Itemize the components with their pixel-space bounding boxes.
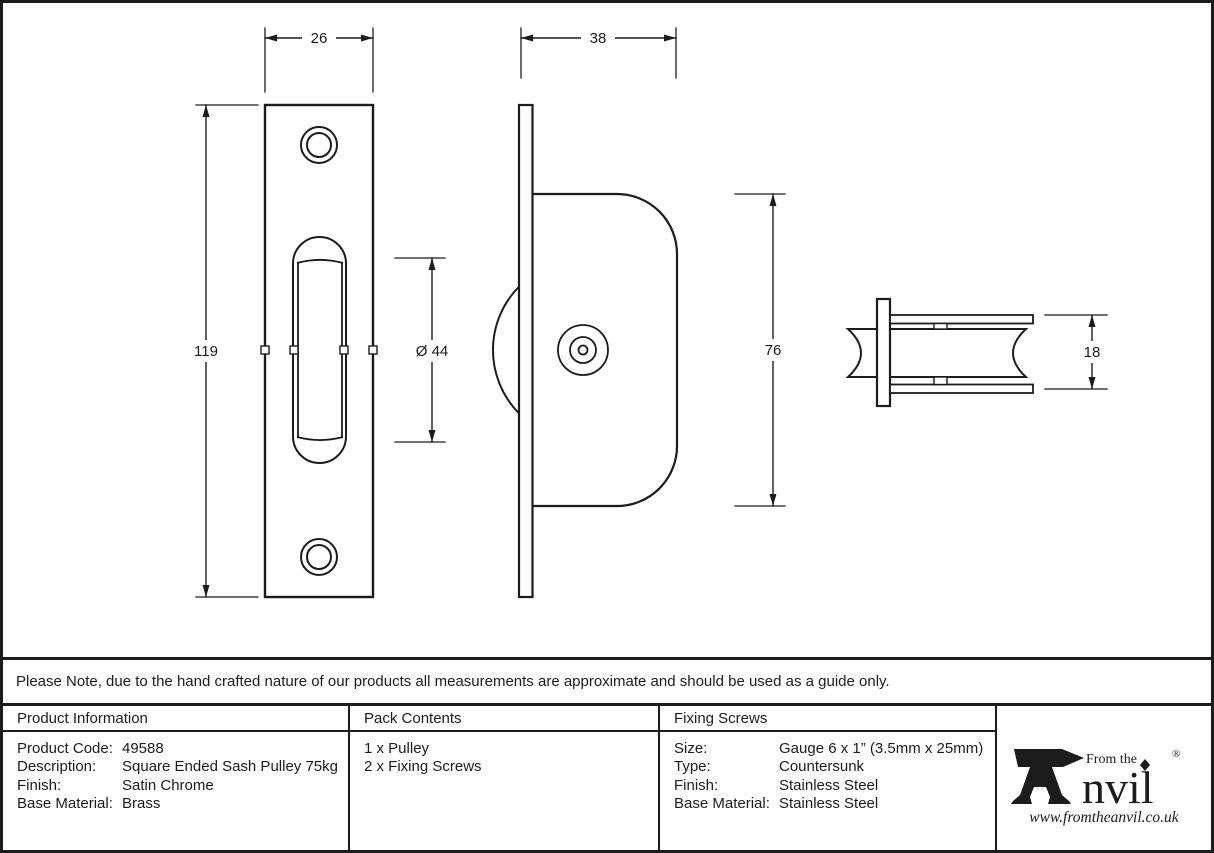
dim-front-width: 26 xyxy=(264,27,374,93)
technical-drawing-area: 26 38 119 xyxy=(3,3,1211,660)
table-row: Product Code: 49588 xyxy=(17,740,348,758)
fixing-screws-column: Fixing Screws Size: Gauge 6 x 1” (3.5mm … xyxy=(660,706,997,850)
registered-mark: ® xyxy=(1172,748,1180,760)
spec-label: Base Material: xyxy=(674,795,770,813)
dim-front-height: 119 xyxy=(186,104,259,598)
dim-label-diameter: Ø 44 xyxy=(416,343,449,360)
logo-name: nvil xyxy=(1082,762,1154,813)
spec-label: Finish: xyxy=(674,776,719,794)
spec-value: Stainless Steel xyxy=(779,776,879,794)
product-information-header: Product Information xyxy=(3,706,348,732)
spec-value: Satin Chrome xyxy=(122,776,214,794)
top-view xyxy=(845,297,1034,408)
spec-value: Gauge 6 x 1” (3.5mm x 25mm) xyxy=(779,740,984,757)
spec-value: 49588 xyxy=(122,740,164,757)
dim-label-26: 26 xyxy=(311,30,328,47)
logo-prefix: From the xyxy=(1086,752,1137,767)
spec-label: Product Code: xyxy=(17,740,113,757)
table-row: Finish: Satin Chrome xyxy=(17,777,348,795)
front-view xyxy=(260,103,378,599)
table-row: Type: Countersunk xyxy=(674,758,995,776)
side-view xyxy=(491,103,679,599)
measurement-note-text: Please Note, due to the hand crafted nat… xyxy=(16,673,890,690)
spec-label: Description: xyxy=(17,758,97,776)
dim-label-119: 119 xyxy=(194,343,218,360)
from-the-anvil-logo: From the nvil ® www.fromtheanvil.co.uk xyxy=(1011,748,1180,826)
list-item: 1 x Pulley xyxy=(364,740,430,757)
axle xyxy=(557,324,609,376)
spec-value: Stainless Steel xyxy=(779,795,879,813)
fixing-screws-header: Fixing Screws xyxy=(660,706,995,732)
product-information-column: Product Information Product Code: 49588 … xyxy=(3,706,350,850)
spec-label: Type: xyxy=(674,758,711,776)
dim-wheel-width: 18 xyxy=(1044,314,1109,390)
pack-contents-column: Pack Contents 1 x Pulley 2 x Fixing Scre… xyxy=(350,706,660,850)
dim-side-width: 38 xyxy=(520,27,677,79)
measurement-note-row: Please Note, due to the hand crafted nat… xyxy=(3,660,1211,706)
brand-logo-cell: From the nvil ® www.fromtheanvil.co.uk xyxy=(997,706,1211,850)
screw-hole-top xyxy=(300,126,338,164)
dim-label-76: 76 xyxy=(765,342,782,359)
logo-url: www.fromtheanvil.co.uk xyxy=(1029,809,1180,826)
table-row: Size: Gauge 6 x 1” (3.5mm x 25mm) xyxy=(674,740,995,758)
spec-label: Size: xyxy=(674,740,708,757)
spec-value: Brass xyxy=(122,795,161,813)
dim-housing-height: 76 xyxy=(734,193,790,507)
dim-label-38: 38 xyxy=(590,30,607,47)
screw-hole-bottom xyxy=(300,538,338,576)
spec-value: Square Ended Sash Pulley 75kg xyxy=(122,758,338,776)
diamond-dot-icon xyxy=(1140,759,1150,771)
spec-label: Base Material: xyxy=(17,795,113,813)
list-item: 2 x Fixing Screws xyxy=(364,758,482,776)
table-row: Finish: Stainless Steel xyxy=(674,777,995,795)
anvil-icon xyxy=(1011,749,1084,804)
sash-pulley-drawing: 26 38 119 xyxy=(186,27,1109,599)
pack-contents-header: Pack Contents xyxy=(350,706,658,732)
product-info-table: Product Information Product Code: 49588 … xyxy=(3,706,1211,850)
spec-label: Finish: xyxy=(17,776,62,794)
spec-value: Countersunk xyxy=(779,758,865,776)
table-row: Base Material: Stainless Steel xyxy=(674,795,995,813)
table-row: Base Material: Brass xyxy=(17,795,348,813)
dim-wheel-diameter: Ø 44 xyxy=(394,257,458,443)
table-row: Description: Square Ended Sash Pulley 75… xyxy=(17,758,348,776)
dim-label-18: 18 xyxy=(1084,344,1101,361)
